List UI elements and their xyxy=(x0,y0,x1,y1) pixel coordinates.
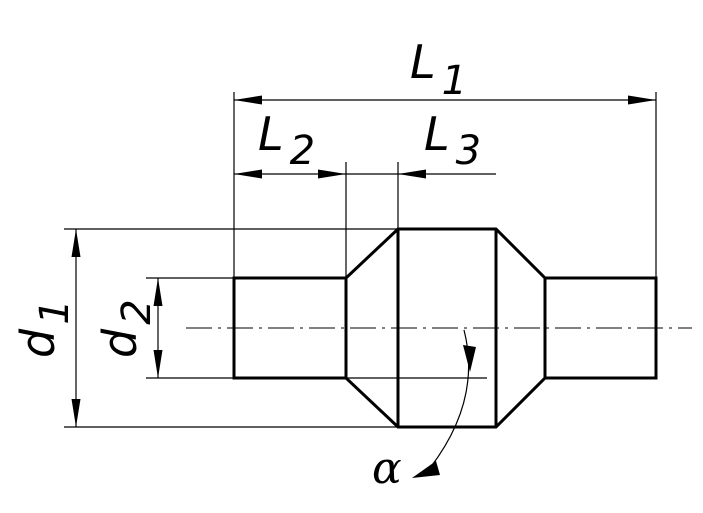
label-d2: d2 xyxy=(93,299,160,358)
dimension-alpha xyxy=(412,329,476,478)
label-d1: d1 xyxy=(11,299,78,358)
dimension-d2 xyxy=(153,278,163,378)
extension-lines xyxy=(64,92,657,428)
dimension-d1 xyxy=(71,229,81,427)
dimension-L1 xyxy=(234,95,656,105)
label-alpha: α xyxy=(372,443,402,494)
dimension-L3 xyxy=(346,169,496,179)
dimension-L2 xyxy=(234,169,346,179)
central-collar xyxy=(344,227,547,429)
